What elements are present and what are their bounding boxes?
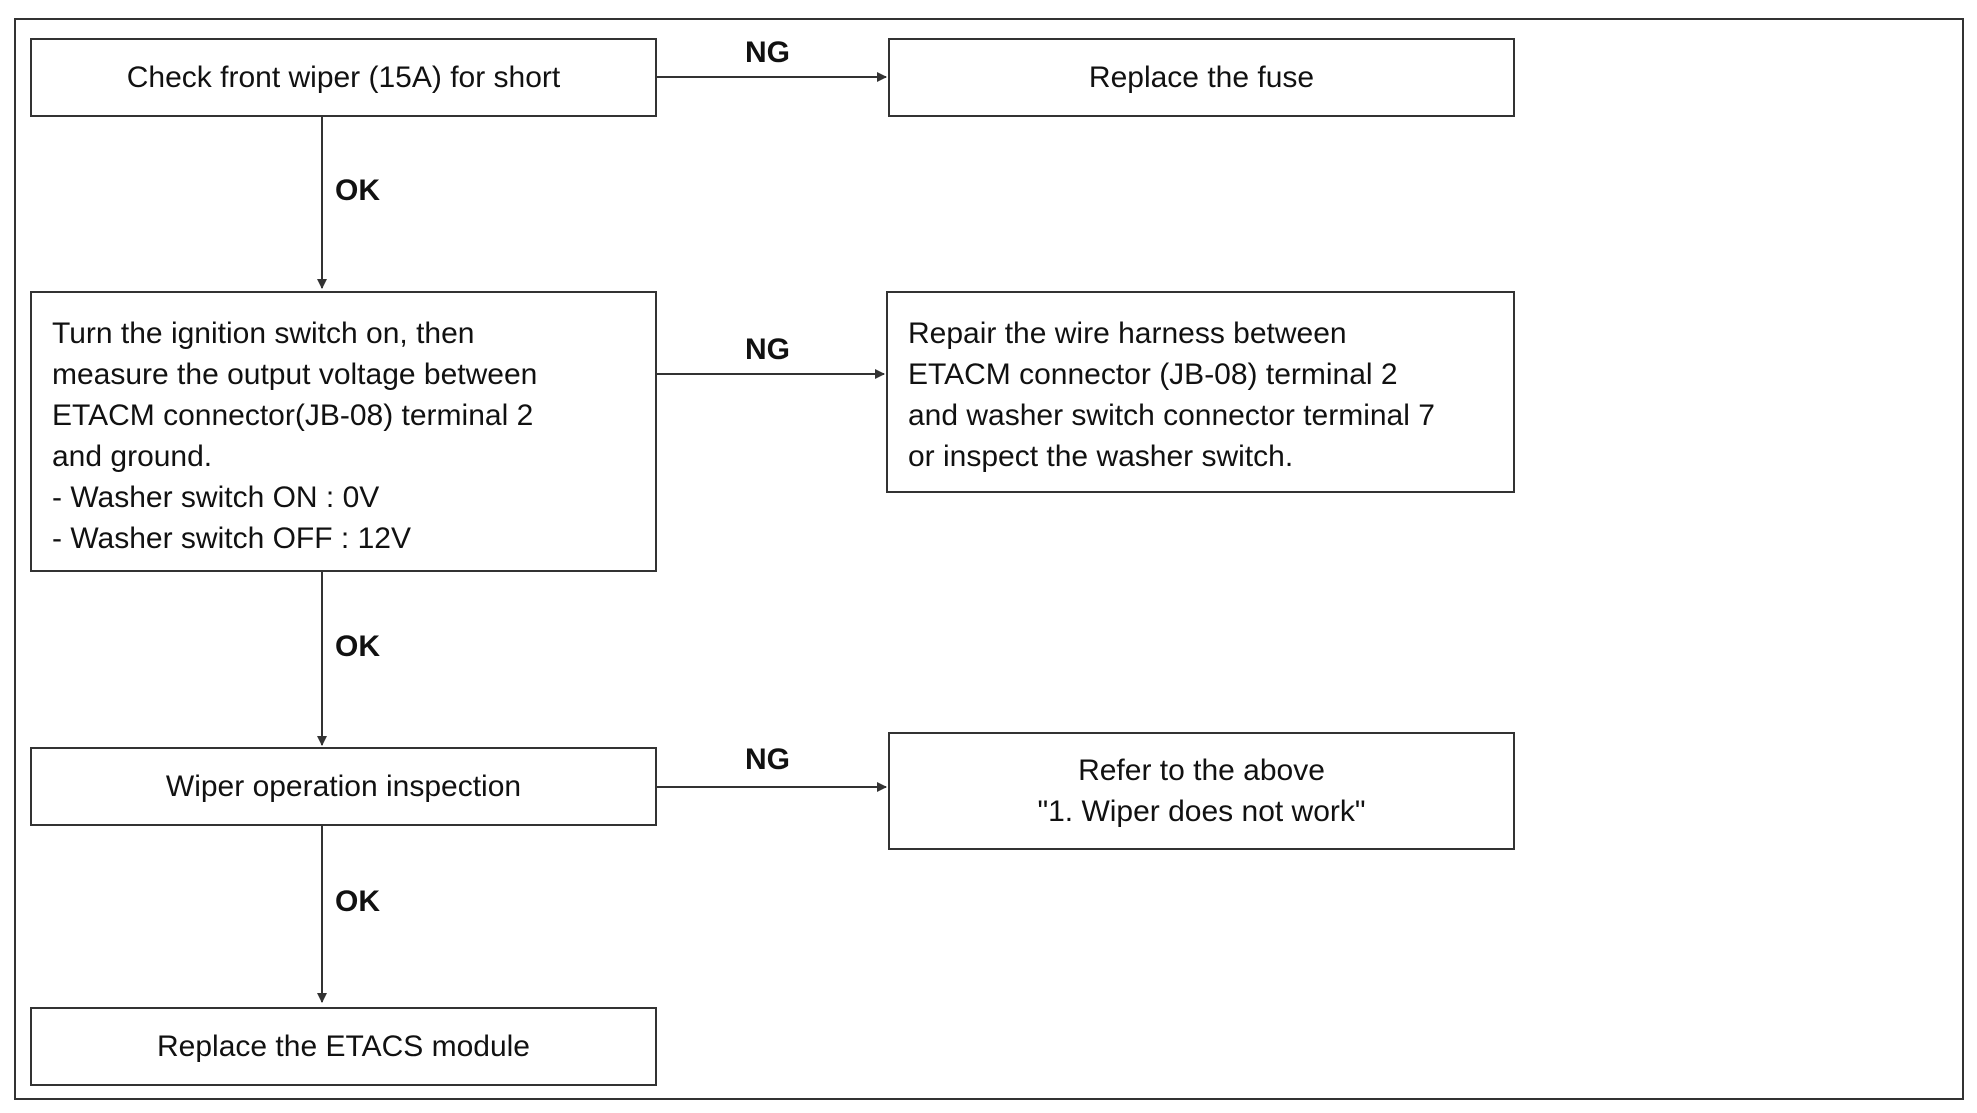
step-measure-voltage-line: Turn the ignition switch on, then <box>52 317 475 350</box>
result-repair-harness-line: ETACM connector (JB-08) terminal 2 <box>908 358 1398 391</box>
diagram-frame <box>14 18 1964 1100</box>
edge-label-ng: NG <box>745 333 790 366</box>
step-measure-voltage-line: - Washer switch ON : 0V <box>52 481 380 514</box>
result-refer-above: Refer to the above "1. Wiper does not wo… <box>888 732 1515 850</box>
step-replace-module-text: Replace the ETACS module <box>157 1030 530 1063</box>
edge-label-ok: OK <box>335 174 380 207</box>
result-repair-harness-line: Repair the wire harness between <box>908 317 1347 350</box>
result-refer-above-line: Refer to the above <box>1078 754 1325 787</box>
edge-label-ok: OK <box>335 885 380 918</box>
step-measure-voltage-line: ETACM connector(JB-08) terminal 2 <box>52 399 534 432</box>
step-measure-voltage-line: - Washer switch OFF : 12V <box>52 522 411 555</box>
result-replace-fuse: Replace the fuse <box>888 38 1515 117</box>
step-measure-voltage-line: and ground. <box>52 440 213 473</box>
result-refer-above-line: "1. Wiper does not work" <box>1037 795 1366 828</box>
result-repair-harness: Repair the wire harness between ETACM co… <box>886 291 1515 493</box>
result-repair-harness-line: or inspect the washer switch. <box>908 440 1294 473</box>
step-wiper-inspection-text: Wiper operation inspection <box>165 770 522 803</box>
edge-label-ng: NG <box>745 36 790 69</box>
result-replace-fuse-text: Replace the fuse <box>1088 61 1315 94</box>
step-measure-voltage: Turn the ignition switch on, then measur… <box>30 291 657 572</box>
step-wiper-inspection: Wiper operation inspection <box>30 747 657 826</box>
step-check-fuse: Check front wiper (15A) for short <box>30 38 657 117</box>
step-measure-voltage-line: measure the output voltage between <box>52 358 538 391</box>
step-check-fuse-text: Check front wiper (15A) for short <box>126 61 561 94</box>
result-repair-harness-line: and washer switch connector terminal 7 <box>908 399 1435 432</box>
edge-label-ok: OK <box>335 630 380 663</box>
step-replace-module: Replace the ETACS module <box>30 1007 657 1086</box>
edge-label-ng: NG <box>745 743 790 776</box>
